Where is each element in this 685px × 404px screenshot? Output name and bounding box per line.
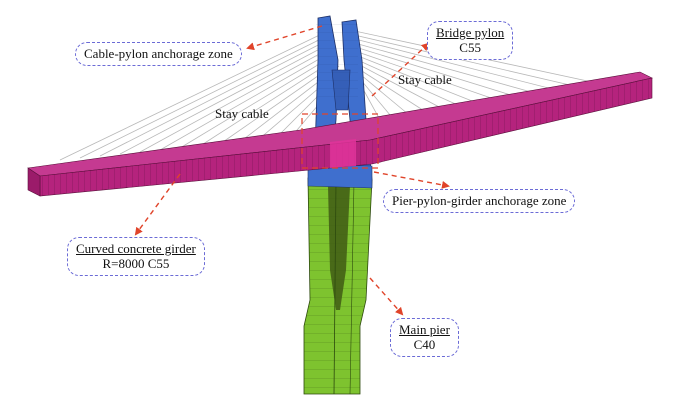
cable-pylon-anchorage-text: Cable-pylon anchorage zone [84, 46, 233, 61]
main-pier [303, 177, 373, 395]
curved-concrete-girder-label: Curved concrete girder R=8000 C55 [67, 237, 205, 276]
main-pier-grade: C40 [413, 337, 436, 352]
bridge-pylon-label: Bridge pylon C55 [427, 21, 514, 60]
bridge-pylon-grade: C55 [459, 40, 481, 55]
stay-cable-label-right: Stay cable [398, 72, 452, 87]
anchorage-zone-box [301, 113, 379, 169]
main-pier-name: Main pier [399, 322, 450, 337]
bridge-pylon-name: Bridge pylon [436, 25, 505, 40]
leader-arrows [134, 25, 450, 316]
curved-girder-spec: R=8000 C55 [102, 256, 170, 271]
cable-pylon-anchorage-zone-label: Cable-pylon anchorage zone [75, 42, 242, 66]
curved-girder-name: Curved concrete girder [76, 241, 196, 256]
pier-pylon-girder-anchorage-text: Pier-pylon-girder anchorage zone [392, 193, 567, 208]
pier-pylon-girder-anchorage-zone-label: Pier-pylon-girder anchorage zone [383, 189, 576, 213]
stay-cable-label-left: Stay cable [215, 106, 269, 121]
curved-concrete-girder [27, 71, 653, 197]
main-pier-label: Main pier C40 [390, 318, 459, 357]
